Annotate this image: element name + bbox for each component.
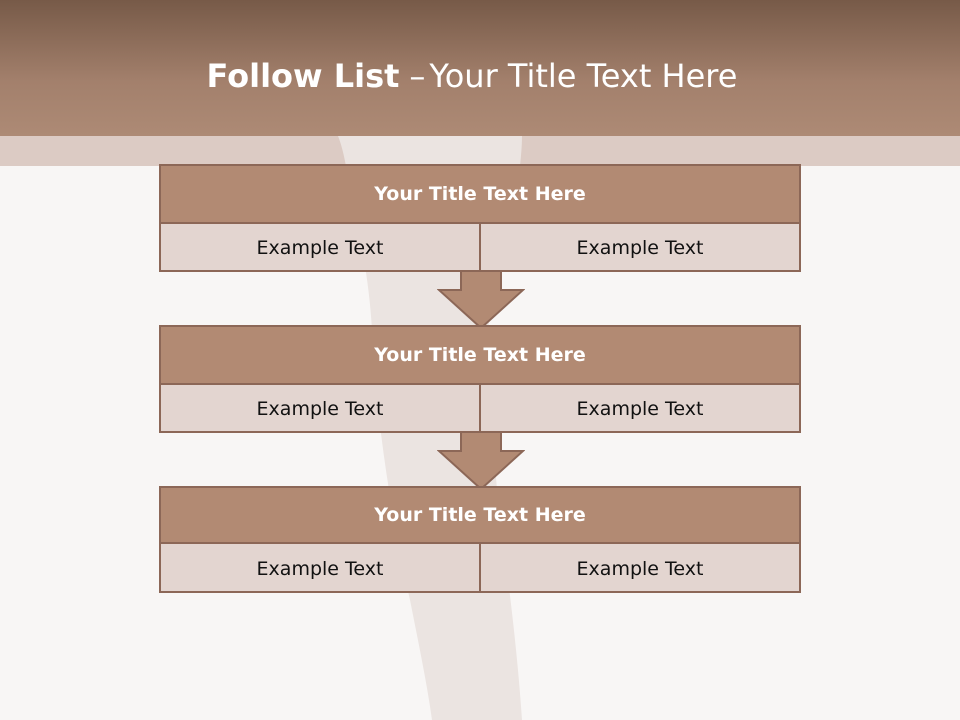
step-left-text: Example Text xyxy=(256,557,384,580)
step-title: Your Title Text Here xyxy=(161,488,799,544)
step-row: Example Text Example Text xyxy=(161,544,799,593)
step-left-text: Example Text xyxy=(256,398,384,420)
step-right-text: Example Text xyxy=(479,385,799,433)
step-block-1: Your Title Text Here Example Text Exampl… xyxy=(159,164,801,272)
step-row: Example Text Example Text xyxy=(161,385,799,433)
step-block-2: Your Title Text Here Example Text Exampl… xyxy=(159,325,801,433)
step-right-text: Example Text xyxy=(479,224,799,272)
step-left-text: Example Text xyxy=(256,237,384,259)
slide-title-separator: – xyxy=(409,57,426,95)
step-row: Example Text Example Text xyxy=(161,224,799,272)
step-title: Your Title Text Here xyxy=(161,327,799,385)
slide-title-bold: Follow List xyxy=(206,57,400,95)
down-arrow-icon xyxy=(437,431,525,491)
title-bar xyxy=(0,0,960,136)
step-block-3: Your Title Text Here Example Text Exampl… xyxy=(159,486,801,593)
slide-title: Follow List–Your Title Text Here xyxy=(0,56,944,96)
down-arrow-icon xyxy=(437,270,525,330)
step-right-text: Example Text xyxy=(479,544,799,593)
step-title: Your Title Text Here xyxy=(161,166,799,224)
slide-title-text: Your Title Text Here xyxy=(429,57,738,95)
